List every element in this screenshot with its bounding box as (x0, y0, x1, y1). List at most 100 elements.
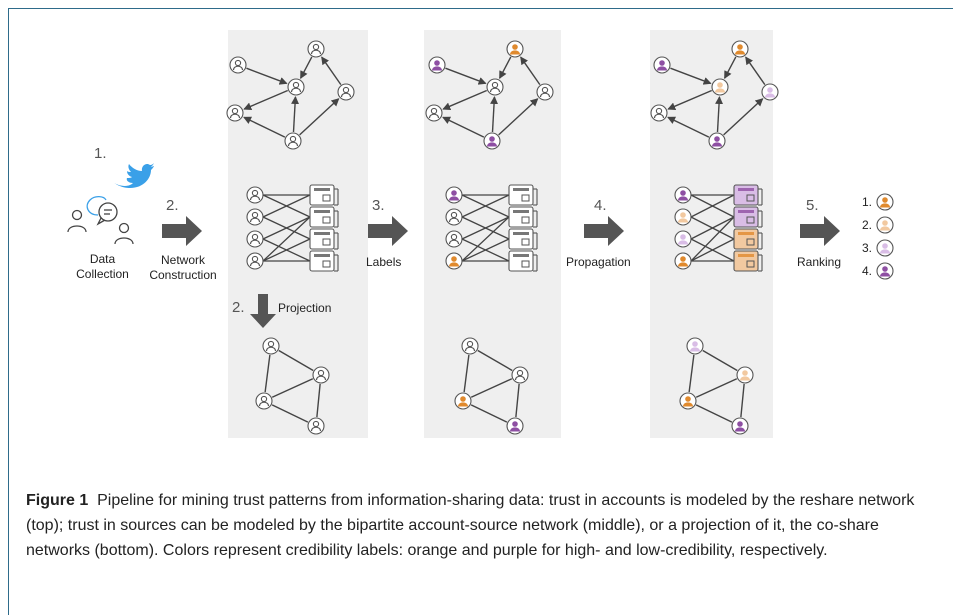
propagation-coshare-account-3 (679, 392, 697, 410)
step4-arrow (584, 216, 624, 246)
edge (470, 378, 513, 398)
construction-reshare-account-3 (287, 78, 305, 96)
propagation-reshare-account-6 (708, 132, 726, 150)
construction-bipartite-account-3 (246, 230, 264, 248)
step1-number: 1. (94, 145, 107, 162)
edge (461, 216, 510, 240)
construction-reshare-account-2 (307, 40, 325, 58)
propagation-bipartite-account-3 (674, 230, 692, 248)
edge (498, 98, 539, 136)
step3-arrow (368, 216, 408, 246)
labels-source-2 (508, 206, 538, 228)
labels-source-4 (508, 250, 538, 272)
projection-label: Projection (278, 301, 332, 315)
step3-number: 3. (372, 197, 385, 214)
edge (470, 404, 508, 423)
edge (515, 383, 520, 418)
edge (463, 354, 470, 393)
propagation-reshare-account-4 (761, 83, 779, 101)
propagation-source-3 (733, 228, 763, 250)
edge (740, 383, 745, 418)
pipeline-diagram (67, 30, 894, 438)
construction-bipartite-account-4 (246, 252, 264, 270)
edge (690, 238, 735, 262)
edge (246, 67, 288, 85)
labels-coshare-account-1 (461, 337, 479, 355)
edge (690, 216, 735, 262)
edge (299, 98, 340, 136)
propagation-source-1 (733, 184, 763, 206)
projection-arrow (250, 294, 276, 328)
edge (723, 98, 764, 136)
step5-number: 5. (806, 197, 819, 214)
labels-source-3 (508, 228, 538, 250)
propagation-reshare-account-1 (653, 56, 671, 74)
step1-label: Data Collection (70, 252, 135, 282)
edge (262, 238, 311, 262)
edge (442, 116, 485, 138)
propagation-source-2 (733, 206, 763, 228)
edge (243, 89, 288, 111)
construction-reshare-account-4 (337, 83, 355, 101)
rank-3-account-icon (876, 239, 894, 257)
edge (291, 95, 300, 133)
labels-reshare-account-4 (536, 83, 554, 101)
edge (724, 56, 737, 80)
propagation-bipartite-account-1 (674, 186, 692, 204)
construction-reshare-account-1 (229, 56, 247, 74)
edge (271, 378, 314, 398)
caption-label: Figure 1 (26, 492, 89, 509)
edge (445, 67, 487, 85)
construction-coshare-account-3 (255, 392, 273, 410)
twitter-bird-icon (113, 163, 154, 188)
edge (702, 349, 738, 372)
edge (442, 89, 487, 111)
edge (695, 404, 733, 423)
step1-label-line1: Data (89, 252, 116, 266)
edge (670, 67, 712, 85)
edge (262, 194, 311, 218)
construction-coshare-account-2 (312, 366, 330, 384)
edge (745, 56, 766, 86)
step5-arrow (800, 216, 840, 246)
propagation-coshare-account-1 (686, 337, 704, 355)
construction-coshare-account-4 (307, 417, 325, 435)
step1-label-line2: Collection (76, 267, 129, 281)
construction-source-3 (309, 228, 339, 250)
labels-coshare-account-3 (454, 392, 472, 410)
step2-label: Network Construction (138, 253, 228, 283)
rank-2-label: 2. (862, 218, 873, 232)
step2-label-line1: Network (160, 253, 205, 267)
labels-bipartite-account-4 (445, 252, 463, 270)
propagation-reshare-account-5 (650, 104, 668, 122)
edge (271, 404, 309, 423)
construction-bipartite-account-1 (246, 186, 264, 204)
figure-caption: Figure 1 Pipeline for mining trust patte… (26, 488, 926, 563)
propagation-bipartite-account-2 (674, 208, 692, 226)
caption-text: Pipeline for mining trust patterns from … (26, 492, 915, 559)
labels-source-1 (508, 184, 538, 206)
construction-source-4 (309, 250, 339, 272)
propagation-coshare-account-2 (736, 366, 754, 384)
labels-bipartite-account-1 (445, 186, 463, 204)
edge (695, 378, 738, 398)
edge (300, 56, 313, 80)
labels-reshare-account-3 (486, 78, 504, 96)
construction-source-1 (309, 184, 339, 206)
labels-coshare-account-4 (506, 417, 524, 435)
propagation-coshare-account-4 (731, 417, 749, 435)
rank-4-label: 4. (862, 264, 873, 278)
construction-reshare-account-5 (226, 104, 244, 122)
labels-reshare-account-2 (506, 40, 524, 58)
projection-number: 2. (232, 299, 245, 316)
data-collection-icon (67, 195, 134, 245)
step2-arrow (162, 216, 202, 246)
rank-2-account-icon (876, 216, 894, 234)
step4-label: Propagation (566, 255, 631, 269)
edge (477, 349, 513, 372)
edge (490, 95, 499, 133)
propagation-source-4 (733, 250, 763, 272)
labels-bipartite-account-2 (445, 208, 463, 226)
rank-1-label: 1. (862, 195, 873, 209)
rank-4-account-icon (876, 262, 894, 280)
